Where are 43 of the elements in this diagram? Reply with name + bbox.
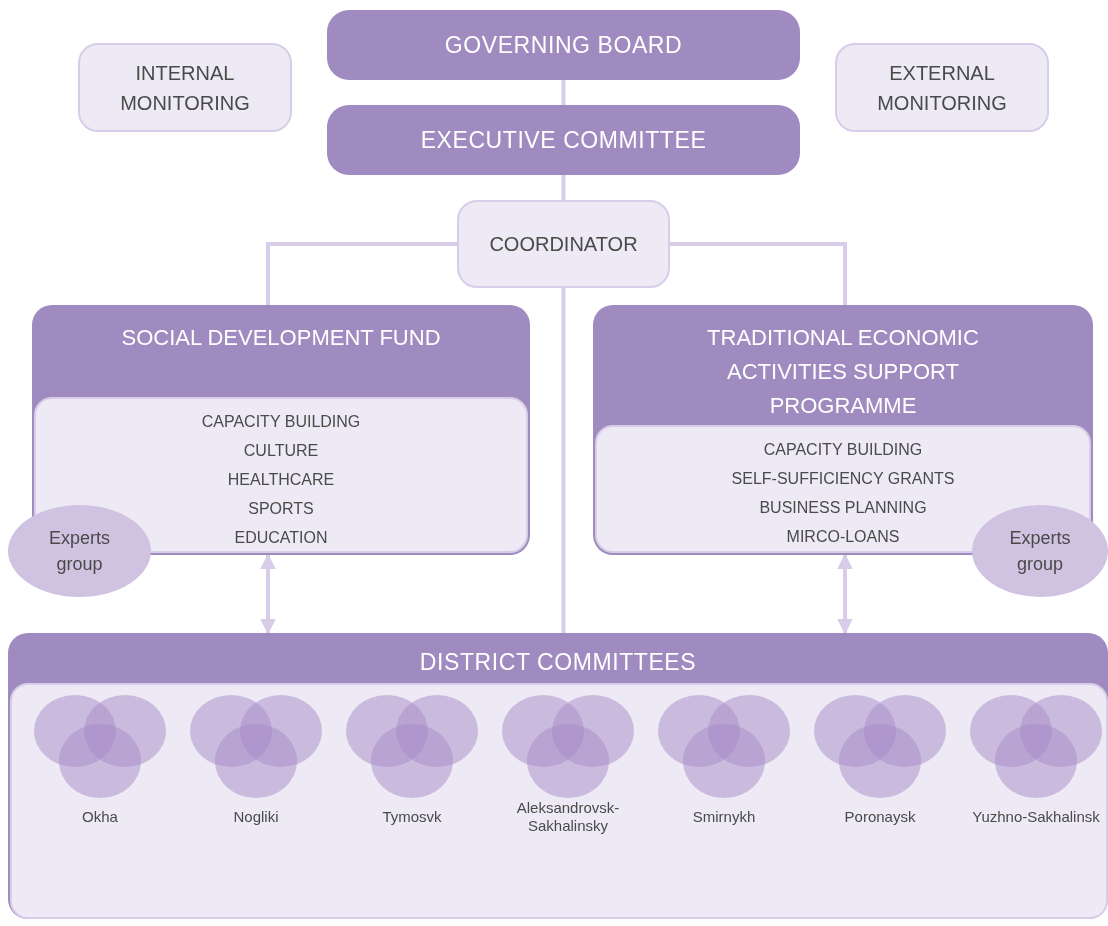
connector-line [837,553,853,635]
district-name: Aleksandrovsk-Sakhalinsky [515,799,621,835]
ellipse-label: Experts group [1008,527,1072,576]
activity-item: CAPACITY BUILDING [763,440,923,460]
program-panel [593,305,1093,555]
node-box [78,43,292,132]
node-label: INTERNAL MONITORING [119,60,251,116]
district-panel [8,633,1108,919]
district-name: Tymosvk [382,808,442,826]
connector-line [561,175,566,200]
district-name: Poronaysk [844,808,916,826]
node-label: COORDINATOR [489,232,638,257]
box-title: GOVERNING BOARD [444,30,683,60]
district-name: Smirnykh [692,808,756,826]
district-name: Nogliki [233,808,279,826]
header-box [327,10,800,80]
activity-item: HEALTHCARE [227,470,335,490]
activity-list-box [595,425,1091,553]
activity-item: EDUCATION [234,528,328,548]
program-panel [32,305,530,555]
header-box [327,105,800,175]
node-box [457,200,670,288]
activity-item: CULTURE [243,441,319,461]
connector-line [561,80,566,105]
node-label: EXTERNAL MONITORING [876,60,1008,116]
district-name: Yuzhno-Sakhalinsk [972,808,1100,826]
connector-line [266,242,457,305]
connector-line [561,288,566,633]
panel-title: TRADITIONAL ECONOMIC ACTIVITIES SUPPORT PROGRAMME [706,324,980,420]
ellipse-label: Experts group [48,527,111,576]
activity-item: MIRCO-LOANS [786,527,900,547]
panel-title: SOCIAL DEVELOPMENT FUND [120,324,442,352]
activity-item: SPORTS [248,499,314,519]
box-title: EXECUTIVE COMMITTEE [420,125,707,155]
district-name: Okha [82,808,118,826]
connector-line [670,242,847,305]
activity-item: SELF-SUFFICIENCY GRANTS [731,469,955,489]
activity-item: BUSINESS PLANNING [759,498,927,518]
panel-title: DISTRICT COMMITTEES [418,648,698,677]
activity-list-box [34,397,528,553]
activity-item: CAPACITY BUILDING [201,412,361,432]
node-box [835,43,1049,132]
connector-line [260,553,276,635]
